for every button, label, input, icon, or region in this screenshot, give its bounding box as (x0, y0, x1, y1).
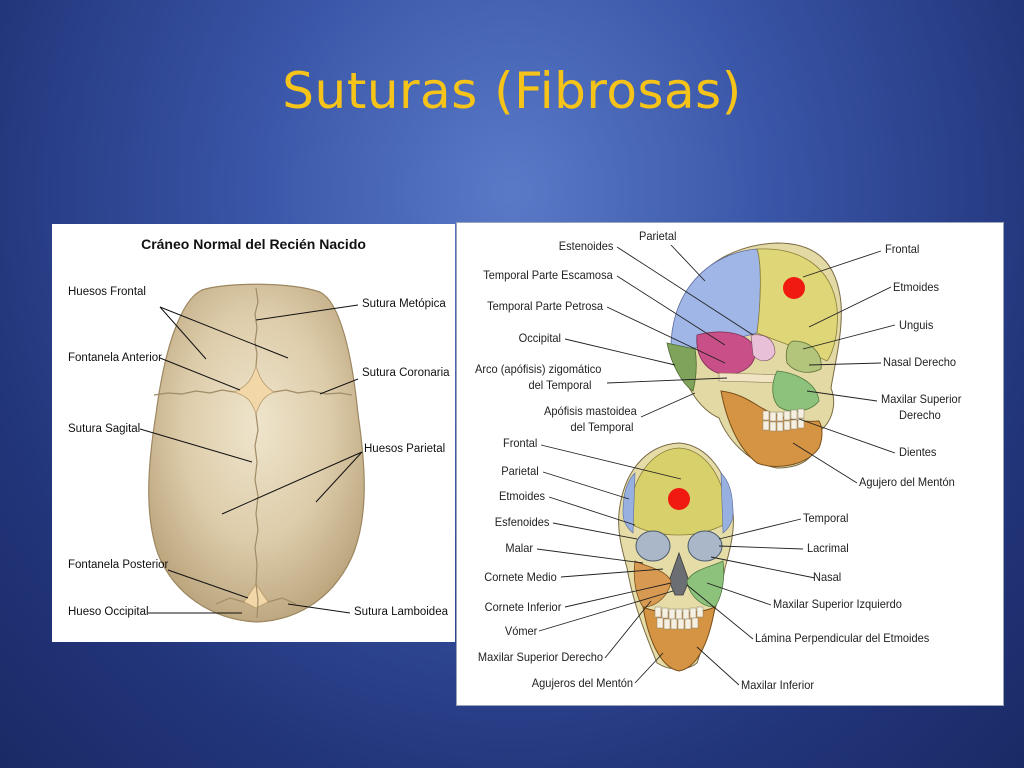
label-esfenoides-front: Esfenoides (494, 515, 549, 529)
frontal-red-marker (668, 488, 690, 510)
coronal-suture-left (153, 389, 235, 396)
label-nasal-derecho: Nasal Derecho (883, 355, 957, 369)
label-maxilar-superior: Maxilar Superior (881, 392, 962, 406)
label-sutura-coronaria: Sutura Coronaria (362, 367, 450, 379)
label-maxilar-inferior: Maxilar Inferior (741, 678, 815, 692)
label-dientes: Dientes (899, 445, 937, 459)
adult-skull-figure: Estenoides Temporal Parte Escamosa Tempo… (456, 222, 1004, 706)
frontal-maxilla-right (686, 560, 725, 608)
label-apofisis-mastoidea-2: del Temporal (569, 420, 633, 434)
label-etmoides-lateral: Etmoides (893, 280, 940, 294)
label-parietal-lateral: Parietal (639, 229, 677, 243)
label-lamina-perpendicular: Lámina Perpendicular del Etmoides (755, 631, 930, 645)
lateral-frontal-bone (756, 248, 838, 362)
label-etmoides-front: Etmoides (498, 489, 545, 503)
metopic-suture (254, 287, 259, 367)
label-frontal-lateral: Frontal (885, 242, 920, 256)
label-sutura-sagital: Sutura Sagital (68, 423, 141, 435)
lateral-skull (666, 242, 842, 469)
label-occipital-lateral: Occipital (518, 331, 561, 345)
label-parietal-front: Parietal (501, 464, 539, 478)
label-lacrimal: Lacrimal (807, 541, 849, 555)
frontal-parietal-left (622, 472, 636, 534)
lambdoid-suture-right (267, 597, 297, 605)
label-huesos-parietal: Huesos Parietal (364, 443, 446, 455)
label-maxilar-superior-derecho: Maxilar Superior Derecho (477, 650, 603, 664)
label-huesos-frontal: Huesos Frontal (68, 286, 146, 298)
label-sutura-lamboidea: Sutura Lamboidea (354, 606, 448, 618)
label-cornete-medio: Cornete Medio (484, 570, 557, 584)
lateral-occipital-bone (666, 342, 697, 392)
newborn-skull-figure: Cráneo Normal del Recién Nacido (52, 224, 455, 642)
label-maxilar-superior-izquierdo: Maxilar Superior Izquierdo (773, 597, 902, 611)
label-temporal-petrosa: Temporal Parte Petrosa (487, 299, 603, 313)
figure-heading: Cráneo Normal del Recién Nacido (141, 236, 366, 252)
lateral-temporal-bone (696, 331, 756, 376)
label-frontal-front: Frontal (502, 436, 537, 450)
lateral-sphenoid-bone (750, 334, 776, 362)
slide-title: Suturas (Fibrosas) (282, 62, 742, 120)
newborn-skull-drawing (139, 283, 365, 623)
frontal-parietal-right (720, 472, 734, 534)
frontal-teeth (654, 606, 704, 630)
lateral-red-marker (783, 277, 805, 299)
coronal-suture-right (273, 389, 353, 396)
frontal-nasal-cavity (668, 551, 690, 596)
frontal-skull (618, 442, 734, 672)
label-temporal-escamosa: Temporal Parte Escamosa (483, 268, 613, 282)
label-malar: Malar (505, 541, 533, 555)
label-fontanela-posterior: Fontanela Posterior (68, 559, 169, 571)
adult-skull-drawing (536, 242, 896, 686)
lambdoid-suture-left (215, 597, 245, 605)
label-arco-zigomatico: Arco (apófisis) zigomático (474, 362, 601, 376)
label-sutura-metopica: Sutura Metópica (362, 298, 446, 310)
posterior-fontanelle (243, 583, 269, 609)
lateral-teeth (762, 408, 805, 432)
label-temporal-front: Temporal (803, 511, 849, 525)
label-vomer: Vómer (504, 624, 537, 638)
label-maxilar-superior-2: Derecho (899, 408, 941, 422)
label-estenoides: Estenoides (558, 239, 613, 253)
frontal-maxilla-left (633, 560, 672, 608)
label-arco-zigomatico-2: del Temporal (527, 378, 591, 392)
label-unguis: Unguis (899, 318, 934, 332)
label-cornete-inferior: Cornete Inferior (484, 600, 561, 614)
skull-outline (148, 283, 365, 623)
label-agujeros-menton: Agujeros del Mentón (531, 676, 633, 690)
label-apofisis-mastoidea: Apófisis mastoidea (544, 404, 637, 418)
label-agujero-menton: Agujero del Mentón (859, 475, 955, 489)
sagittal-suture (254, 413, 259, 619)
frontal-orbit-left (635, 530, 671, 562)
label-hueso-occipital: Hueso Occipital (68, 606, 149, 618)
label-nasal: Nasal (813, 570, 842, 584)
label-fontanela-anterior: Fontanela Anterior (68, 352, 162, 364)
frontal-orbit-right (687, 530, 723, 562)
